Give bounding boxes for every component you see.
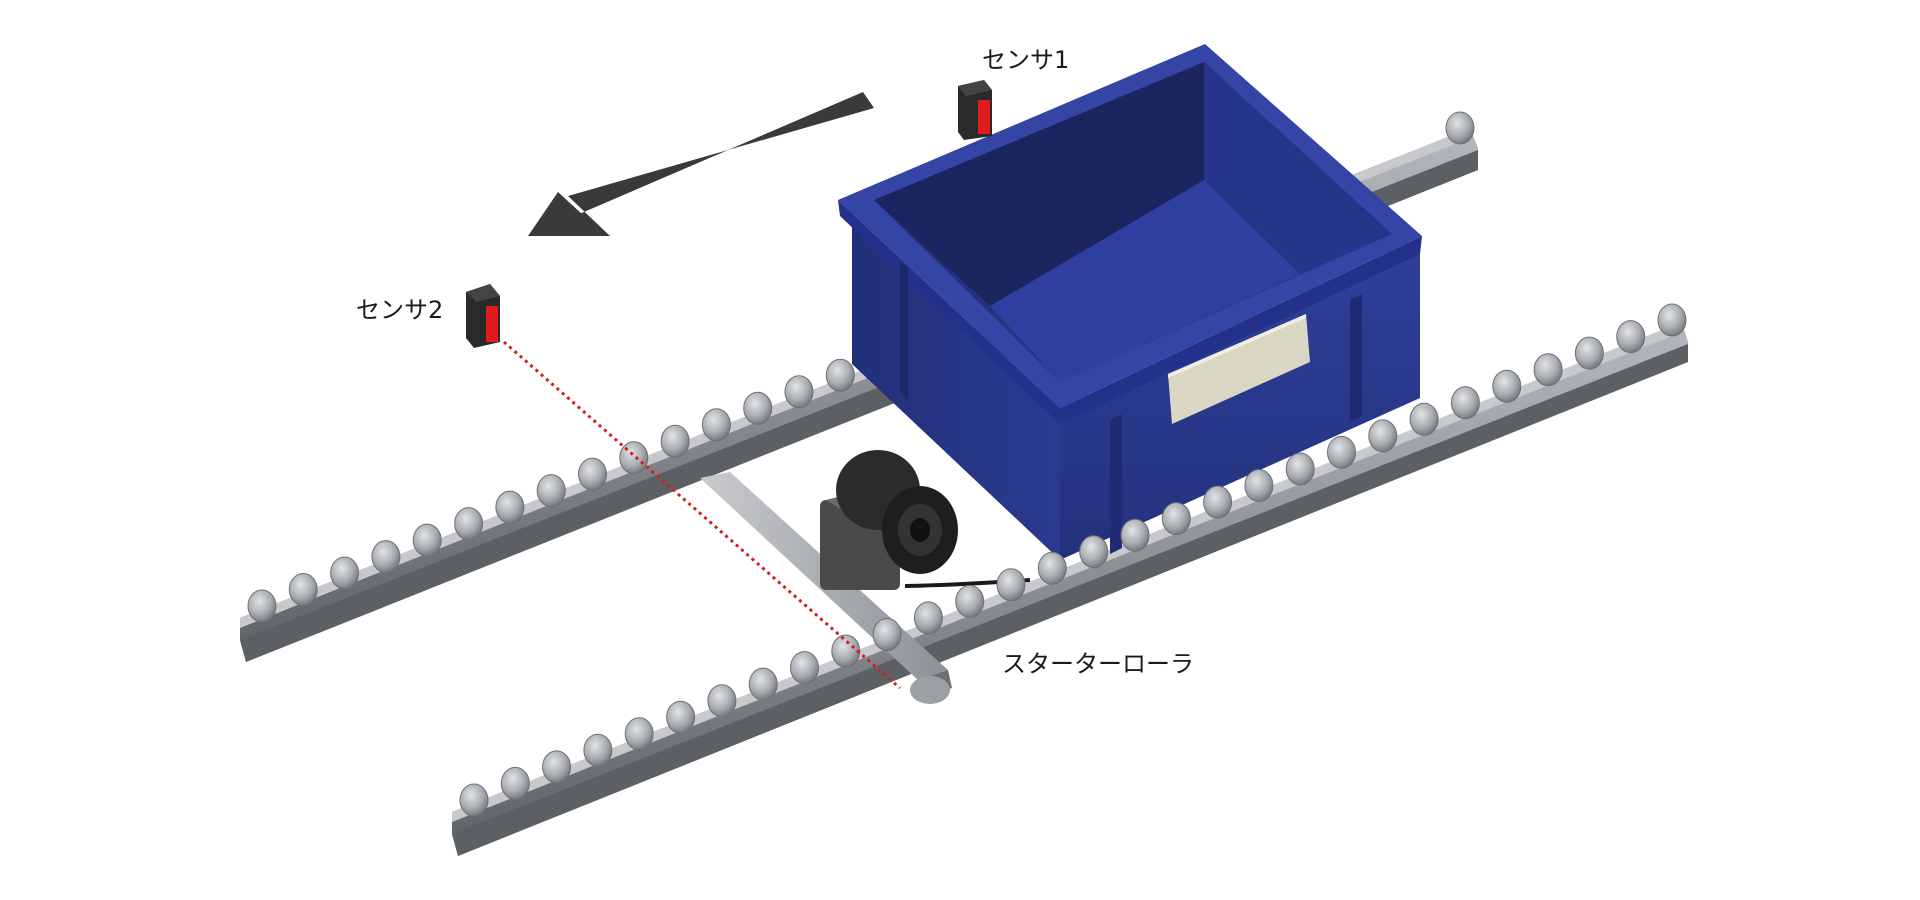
arrow-left-down-icon xyxy=(528,92,874,236)
roller xyxy=(748,667,778,701)
roller xyxy=(500,766,530,800)
roller xyxy=(619,441,649,475)
roller xyxy=(1244,469,1274,502)
roller xyxy=(1492,369,1522,403)
starter-roller-motor xyxy=(820,450,1031,590)
roller xyxy=(1533,353,1563,387)
roller xyxy=(1161,502,1191,536)
roller xyxy=(1445,111,1475,145)
roller xyxy=(412,523,442,557)
roller-row-front xyxy=(459,303,1687,817)
roller xyxy=(288,573,318,606)
roller xyxy=(913,601,943,635)
roller-row-back xyxy=(247,111,1475,623)
roller xyxy=(247,589,277,623)
roller xyxy=(1574,336,1604,370)
roller xyxy=(536,474,566,508)
roller xyxy=(831,634,861,668)
roller xyxy=(495,490,525,524)
roller xyxy=(1203,485,1233,519)
roller xyxy=(666,700,696,734)
roller xyxy=(707,684,737,718)
roller xyxy=(1368,419,1398,453)
roller xyxy=(459,783,489,817)
container-box xyxy=(838,44,1422,560)
roller xyxy=(542,750,572,784)
roller xyxy=(1120,518,1150,552)
roller xyxy=(825,358,855,392)
roller xyxy=(624,717,654,751)
sensor1-label: センサ1 xyxy=(982,46,1070,74)
roller xyxy=(1327,435,1356,469)
roller xyxy=(784,375,814,409)
roller xyxy=(701,408,731,442)
roller xyxy=(872,618,902,651)
roller xyxy=(743,391,773,425)
photoelectric-sensor-2 xyxy=(466,284,500,348)
photoelectric-sensor-1 xyxy=(958,80,992,140)
roller xyxy=(1037,551,1067,585)
roller xyxy=(1285,452,1315,486)
roller xyxy=(1616,320,1646,354)
sensor2-label: センサ2 xyxy=(356,296,444,324)
roller xyxy=(1657,303,1687,337)
roller xyxy=(955,584,985,618)
roller xyxy=(1079,535,1109,569)
roller xyxy=(578,457,607,491)
roller xyxy=(371,540,401,574)
roller xyxy=(583,733,613,767)
roller xyxy=(660,424,690,458)
roller xyxy=(996,568,1026,602)
starter-roller-label: スターターローラ xyxy=(1002,650,1194,678)
roller xyxy=(790,651,819,685)
roller xyxy=(1409,402,1439,436)
roller xyxy=(330,556,360,590)
roller xyxy=(454,507,484,541)
roller xyxy=(1450,386,1480,420)
